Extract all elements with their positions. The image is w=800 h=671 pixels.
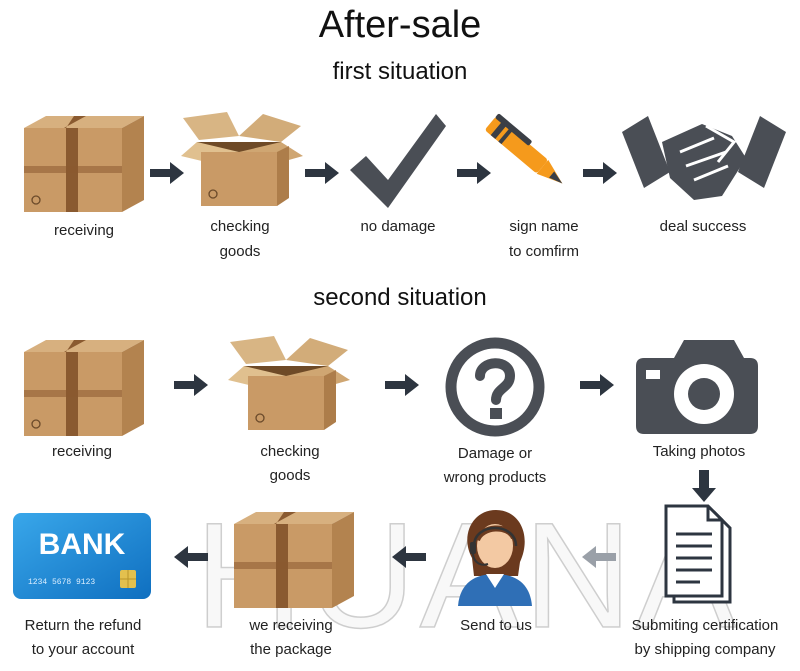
first-situation-heading: first situation — [332, 58, 468, 85]
question-mark-icon — [445, 337, 545, 437]
caption-line: Taking photos — [652, 443, 746, 460]
caption-line: Submiting certification — [631, 617, 779, 634]
arrow-left-icon — [392, 546, 426, 568]
check-mark-icon — [350, 114, 446, 208]
arrow-right-icon — [580, 374, 614, 396]
arrow-right-icon — [305, 162, 339, 184]
caption-line: to your account — [31, 641, 135, 658]
arrow-right-icon — [150, 162, 184, 184]
caption-line: receiving — [51, 443, 113, 460]
caption-line: goods — [269, 467, 311, 484]
caption-line: to comfirm — [508, 243, 579, 260]
open-box-icon — [181, 112, 303, 206]
page-title: After-sale — [318, 4, 482, 46]
closed-box-icon — [24, 340, 144, 436]
step-caption: no damage — [338, 214, 458, 239]
caption-line: no damage — [360, 218, 436, 235]
caption-line: goods — [219, 243, 261, 260]
caption-line: Damage or — [457, 445, 533, 462]
step-caption: checking goods — [230, 440, 350, 488]
bank-card-name: BANK — [39, 528, 126, 561]
arrow-right-icon — [174, 374, 208, 396]
caption-line: checking — [260, 443, 320, 460]
step-caption: receiving — [22, 440, 142, 464]
arrow-left-icon — [174, 546, 208, 568]
step-caption: Send to us — [436, 614, 556, 638]
pen-icon — [485, 113, 563, 184]
step-caption: Submiting certification by shipping comp… — [616, 614, 794, 662]
caption-line: by shipping company — [634, 641, 776, 658]
caption-line: deal success — [659, 218, 747, 235]
caption-line: the package — [250, 641, 332, 658]
arrow-down-icon — [692, 470, 716, 502]
bank-card-icon: BANK 1234 5678 9123 — [13, 513, 151, 599]
caption-line: Return the refund — [24, 617, 142, 634]
arrow-right-icon — [457, 162, 491, 184]
caption-line: wrong products — [443, 469, 547, 486]
step-caption: we receiving the package — [226, 614, 356, 662]
open-box-icon — [228, 336, 350, 430]
caption-line: we receiving — [249, 617, 333, 634]
closed-box-icon — [24, 116, 144, 212]
step-caption: receiving — [24, 218, 144, 243]
step-caption: sign name to comfirm — [484, 214, 604, 264]
step-caption: deal success — [638, 214, 768, 239]
arrow-right-icon — [385, 374, 419, 396]
handshake-icon — [622, 116, 786, 200]
caption-line: receiving — [53, 222, 115, 239]
camera-icon — [636, 340, 758, 434]
support-agent-icon — [458, 510, 532, 606]
arrow-left-icon — [582, 546, 616, 568]
step-caption: checking goods — [180, 214, 300, 264]
bank-card-number: 1234 5678 9123 — [28, 578, 95, 587]
step-caption: Taking photos — [634, 440, 764, 464]
caption-line: Send to us — [460, 617, 532, 634]
step-caption: Return the refund to your account — [8, 614, 158, 662]
step-caption: Damage or wrong products — [425, 442, 565, 490]
arrow-right-icon — [583, 162, 617, 184]
caption-line: checking — [210, 218, 270, 235]
document-icon — [664, 504, 732, 604]
caption-line: sign name — [509, 218, 579, 235]
closed-box-icon — [234, 512, 354, 608]
second-situation-heading: second situation — [313, 284, 487, 311]
